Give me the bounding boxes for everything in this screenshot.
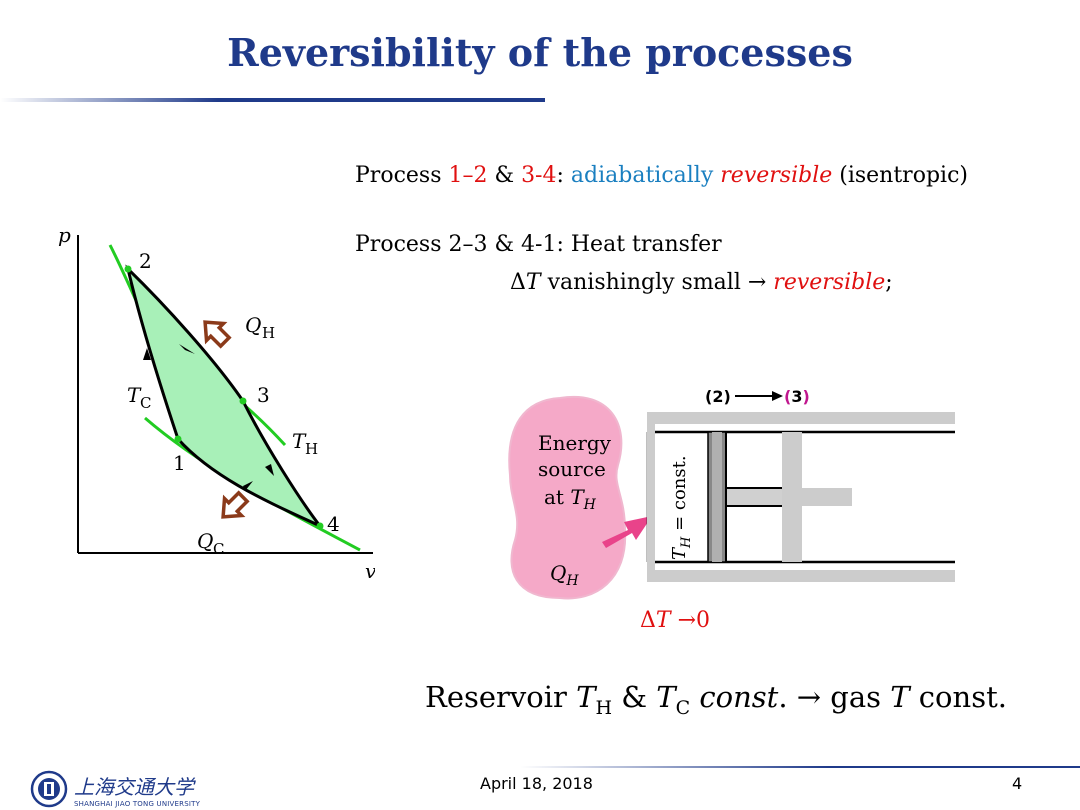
point-1 [174, 435, 182, 443]
logo-english-name: SHANGHAI JIAO TONG UNIVERSITY [74, 799, 201, 808]
qh-source-label: QH [550, 561, 579, 589]
cylinder-top-wall [647, 412, 955, 424]
source-line1: Energy [538, 431, 612, 455]
qh-subscript: H [262, 324, 275, 342]
stop-rod [802, 488, 852, 506]
piston-rod [725, 487, 787, 507]
text-segment: Δ [510, 270, 526, 295]
th-label: T [292, 429, 307, 453]
text-segment: & [487, 163, 522, 188]
arrow-4-1 [243, 481, 253, 491]
qc-label: Q [197, 529, 213, 553]
point-4 [316, 522, 324, 530]
process-34-label: 3-4 [521, 163, 557, 188]
reservoir-statement: Reservoir TH & TC const. → gas T const. [425, 680, 1007, 719]
process-label-to: (3) [784, 387, 810, 406]
tc-subscript: C [140, 394, 151, 412]
point-2-label: 2 [139, 249, 152, 273]
title-underline [0, 98, 545, 102]
point-1-label: 1 [173, 451, 186, 475]
piston-figure: (2) (3) Energy source at TH QH TH = cons… [508, 387, 955, 600]
v-axis-label: v [365, 559, 375, 583]
delta-t-text: ΔT vanishingly small → reversible; [510, 270, 893, 295]
p-axis-label: p [58, 223, 71, 247]
cycle-area [125, 264, 322, 528]
reversible-text: reversible [720, 163, 833, 188]
source-line3: at TH [544, 485, 597, 513]
text-segment: Process [355, 163, 449, 188]
process-23-41-text: Process 2–3 & 4-1: Heat transfer [355, 232, 722, 257]
tc-label: T [127, 383, 142, 407]
delta-t-zero-label: ΔT →0 [640, 608, 711, 633]
cylinder-end-wall [647, 424, 655, 570]
heat-flow-arrow-icon [602, 516, 652, 548]
qc-arrow-icon [221, 490, 250, 519]
piston-highlight [712, 432, 722, 562]
process-12-label: 1–2 [448, 163, 488, 188]
energy-source-blob [508, 395, 627, 600]
qh-arrow-icon [203, 320, 232, 349]
page-number: 4 [1012, 774, 1023, 793]
point-3-label: 3 [257, 383, 270, 407]
arrow-1-2 [143, 348, 151, 360]
footer-date: April 18, 2018 [480, 774, 593, 793]
logo-chinese-name: 上海交通大学 [74, 774, 194, 799]
university-emblem-icon [30, 770, 68, 808]
point-3 [239, 397, 247, 405]
adiabatically-text: adiabatically [570, 163, 714, 188]
text-segment: ; [885, 270, 893, 295]
text-segment: (isentropic) [832, 163, 968, 188]
reversible-text: reversible [773, 270, 886, 295]
stop-bar [782, 432, 802, 562]
text-segment: vanishingly small → [540, 270, 774, 295]
th-subscript: H [305, 440, 318, 458]
cylinder-bottom-wall [647, 570, 955, 582]
qh-label: Q [245, 313, 261, 337]
qc-subscript: C [213, 540, 224, 558]
text-segment: T [525, 270, 541, 295]
slide-title: Reversibility of the processes [227, 30, 853, 75]
pv-diagram: p v 2 3 4 1 Q H Q C T H [58, 223, 375, 583]
university-logo: 上海交通大学 SHANGHAI JIAO TONG UNIVERSITY [30, 770, 200, 808]
text-segment: : [556, 163, 571, 188]
process-arrow-icon [772, 391, 783, 401]
process-12-34-text: Process 1–2 & 3-4: adiabatically reversi… [355, 163, 968, 188]
point-4-label: 4 [327, 512, 340, 536]
th-const-label: TH = const. [669, 455, 694, 560]
source-line2: source [538, 457, 606, 481]
arrow-3-4 [265, 464, 274, 476]
footer-rule [520, 766, 1080, 768]
arrow-2-3 [179, 344, 195, 354]
process-label-from: (2) [705, 387, 731, 406]
point-2 [124, 265, 132, 273]
